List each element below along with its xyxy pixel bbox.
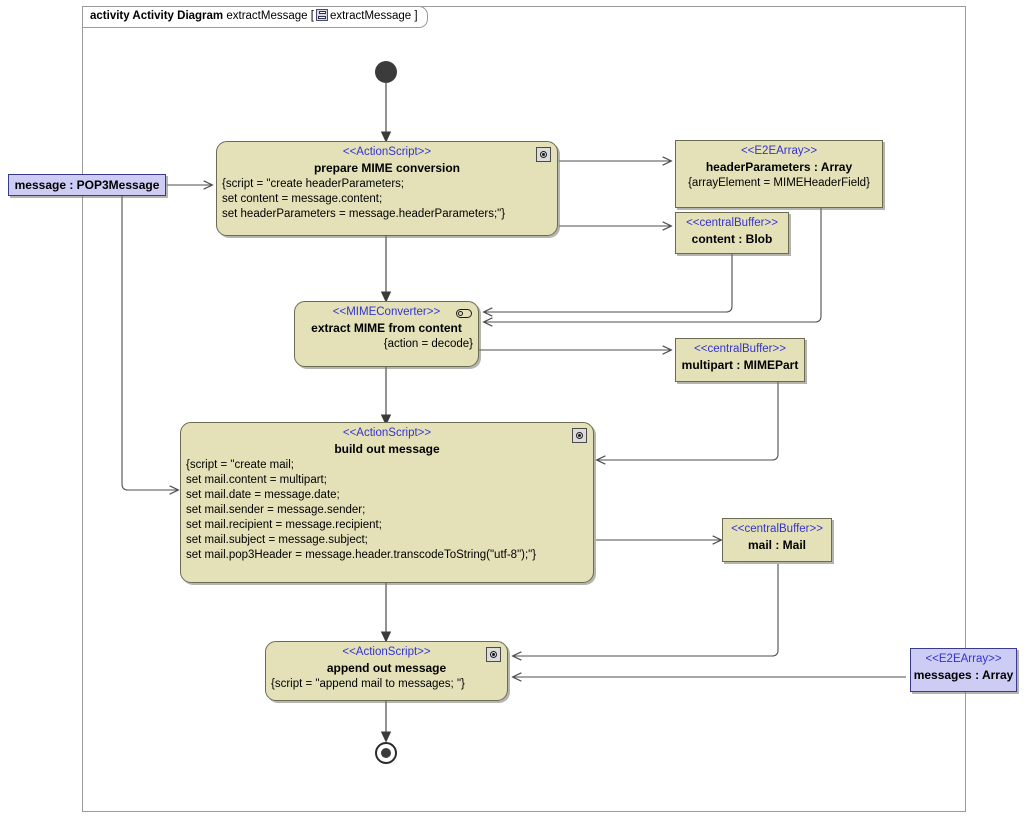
stereotype-label: <<ActionScript>>: [342, 146, 432, 158]
object-node-header-parameters[interactable]: <<E2EArray>> headerParameters : Array {a…: [675, 140, 883, 208]
action-script-icon: [486, 647, 501, 662]
frame-bracket-close: ]: [414, 10, 418, 22]
stereotype-label: <<E2EArray>>: [925, 653, 1002, 665]
node-name: content : Blob: [691, 232, 773, 246]
stereotype-label: <<E2EArray>>: [740, 145, 818, 157]
initial-node[interactable]: [375, 61, 397, 83]
central-buffer-content[interactable]: <<centralBuffer>> content : Blob: [675, 212, 789, 254]
central-buffer-multipart[interactable]: <<centralBuffer>> multipart : MIMEPart: [675, 338, 805, 382]
action-build-out-message[interactable]: <<ActionScript>> build out message {scri…: [180, 422, 594, 583]
stereotype-label: <<ActionScript>>: [342, 646, 431, 658]
pin-message[interactable]: message : POP3Message: [8, 174, 166, 196]
node-name: headerParameters : Array: [705, 160, 853, 174]
stereotype-label: <<MIMEConverter>>: [332, 306, 441, 318]
stereotype-label: <<centralBuffer>>: [694, 343, 786, 355]
node-name: prepare MIME conversion: [313, 161, 461, 175]
activity-final-node[interactable]: [375, 742, 397, 764]
frame-param: extractMessage: [329, 10, 412, 22]
action-extract-mime-from-content[interactable]: <<MIMEConverter>> extract MIME from cont…: [294, 301, 479, 367]
action-script-icon: [536, 147, 551, 162]
node-name: build out message: [334, 442, 440, 456]
node-name: messages : Array: [913, 668, 1014, 682]
frame-bracket-open: [: [310, 10, 314, 22]
node-body: {script = "create mail; set mail.content…: [186, 459, 537, 561]
action-script-icon: [572, 428, 587, 443]
mime-converter-icon: [456, 309, 472, 318]
stereotype-label: <<centralBuffer>>: [686, 217, 778, 229]
node-body: {script = "create headerParameters; set …: [222, 178, 506, 220]
pin-messages[interactable]: <<E2EArray>> messages : Array: [910, 648, 1017, 692]
diagram-frame-header: activity Activity Diagram extractMessage…: [82, 6, 428, 28]
pin-label: message : POP3Message: [14, 178, 160, 192]
activity-diagram-icon: [315, 9, 328, 21]
frame-keyword: activity Activity Diagram: [90, 10, 224, 22]
node-name: multipart : MIMEPart: [681, 358, 799, 372]
action-append-out-message[interactable]: <<ActionScript>> append out message {scr…: [265, 641, 508, 701]
node-name: append out message: [326, 661, 447, 675]
diagram-frame: [82, 6, 966, 812]
stereotype-label: <<centralBuffer>>: [731, 523, 823, 535]
node-body: {arrayElement = MIMEHeaderField}: [688, 177, 870, 189]
central-buffer-mail[interactable]: <<centralBuffer>> mail : Mail: [722, 518, 832, 562]
node-body: {action = decode}: [383, 338, 473, 350]
node-body: {script = "append mail to messages; "}: [271, 678, 465, 690]
stereotype-label: <<ActionScript>>: [342, 427, 432, 439]
node-name: extract MIME from content: [311, 321, 462, 335]
action-prepare-mime-conversion[interactable]: <<ActionScript>> prepare MIME conversion…: [216, 141, 558, 236]
node-name: mail : Mail: [747, 538, 806, 552]
frame-name: extractMessage: [226, 10, 308, 22]
